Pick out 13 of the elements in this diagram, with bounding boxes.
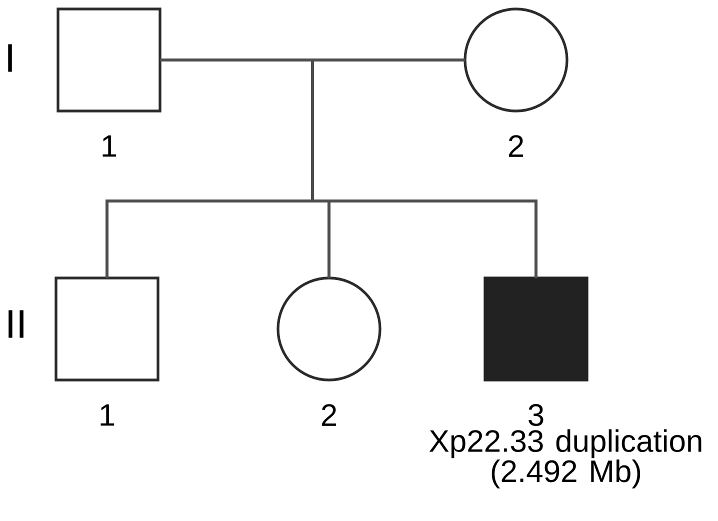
circle-symbol bbox=[276, 276, 382, 382]
individual-number: 1 bbox=[100, 404, 114, 426]
circle-symbol bbox=[464, 8, 568, 112]
filled-square-symbol bbox=[484, 276, 588, 382]
individual-number: 2 bbox=[508, 135, 524, 157]
square-symbol bbox=[56, 8, 162, 112]
pedigree-line bbox=[106, 58, 538, 278]
generation-label: I bbox=[8, 44, 12, 72]
square-symbol bbox=[54, 276, 160, 382]
individual-number: 2 bbox=[322, 404, 336, 426]
finding-note: Xp22.33 duplication (2.492 Mb) bbox=[429, 429, 702, 488]
individual-number: 1 bbox=[102, 135, 116, 157]
individual-number: 3 bbox=[528, 404, 544, 426]
